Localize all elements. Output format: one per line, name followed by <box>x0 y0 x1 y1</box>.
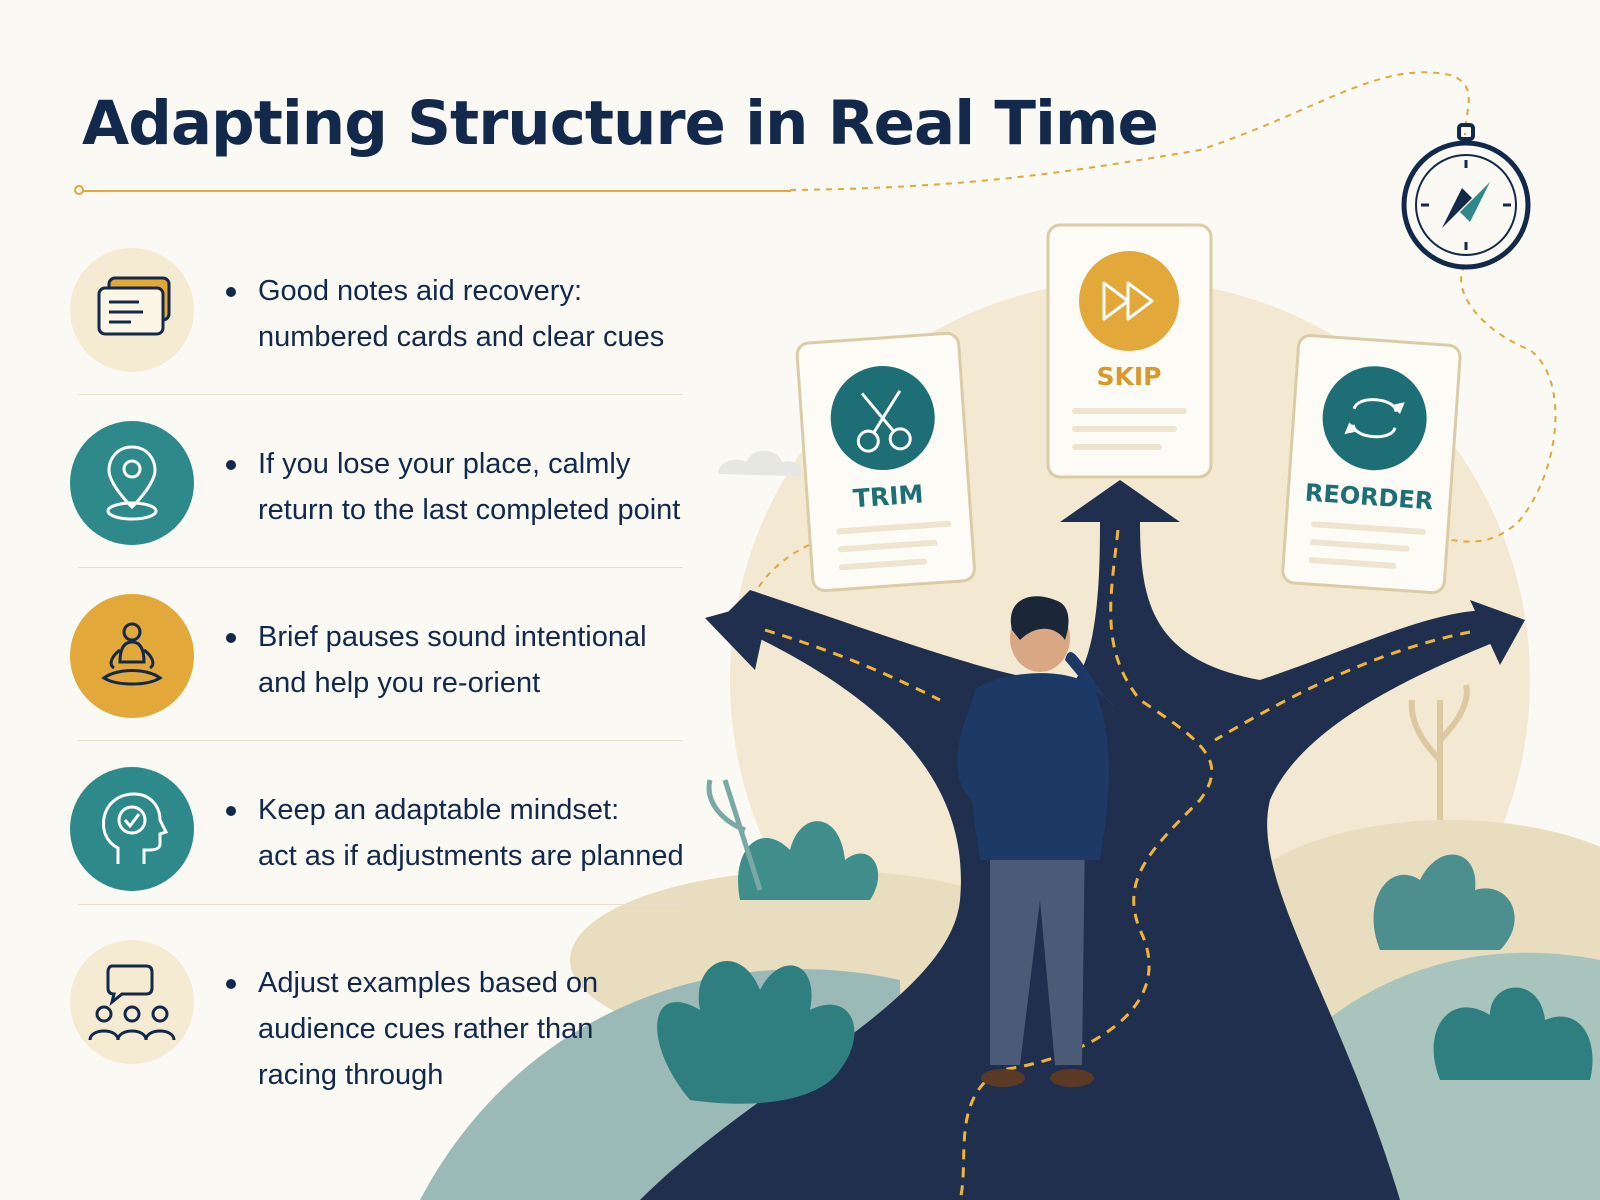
man-shoe-right <box>1050 1069 1094 1087</box>
thinking-man <box>957 596 1114 1087</box>
bullet <box>226 806 236 816</box>
arrow-up <box>1060 480 1180 522</box>
man-legs <box>990 830 1085 1065</box>
tip-text: If you lose your place, calmly return to… <box>258 448 681 526</box>
arrow-right <box>1470 600 1525 665</box>
divider <box>78 740 683 741</box>
divider <box>78 394 683 395</box>
road-dash-right <box>1214 630 1471 742</box>
divider <box>78 904 683 905</box>
skip-label: SKIP <box>1096 362 1161 391</box>
location-pin-icon <box>70 421 194 545</box>
man-shoe-left <box>981 1069 1025 1087</box>
compass-icon <box>1401 123 1531 270</box>
bullet <box>226 979 236 989</box>
compass-dashed-path-2 <box>1449 264 1557 543</box>
list-item: Brief pauses sound intentional and help … <box>70 592 685 765</box>
audience-chat-icon <box>70 940 194 1064</box>
trim-card: TRIM <box>795 331 976 592</box>
bush-right <box>1373 854 1515 950</box>
page-title: Adapting Structure in Real Time <box>82 88 1159 159</box>
list-item: Good notes aid recovery: numbered cards … <box>70 246 685 419</box>
head-check-icon <box>70 767 194 891</box>
cloud <box>718 450 802 476</box>
leaves-right-front <box>1433 987 1593 1080</box>
bullet <box>226 287 236 297</box>
man-hair <box>1010 596 1069 640</box>
bullet <box>226 633 236 643</box>
skip-card: SKIP <box>1046 223 1213 479</box>
tip-text: Good notes aid recovery: numbered cards … <box>258 275 665 353</box>
title-underline <box>76 190 791 192</box>
cycle-arrows-icon <box>1322 366 1427 471</box>
reorder-card: REORDER <box>1281 334 1462 595</box>
tip-text: Brief pauses sound intentional and help … <box>258 621 647 699</box>
list-item: If you lose your place, calmly return to… <box>70 419 685 592</box>
man-jacket <box>969 673 1109 860</box>
meditation-icon <box>70 594 194 718</box>
note-cards-icon <box>70 248 194 372</box>
divider <box>78 567 683 568</box>
list-item: Adjust examples based on audience cues r… <box>70 938 685 1111</box>
tip-text: Keep an adaptable mindset: act as if adj… <box>258 794 684 872</box>
leaves-left-front <box>657 961 855 1104</box>
title-underline-dot <box>74 185 84 195</box>
man-arm-right <box>1065 651 1114 706</box>
compass-dashed-path <box>789 71 1470 191</box>
trim-label: TRIM <box>852 479 924 513</box>
plant-right-tall <box>1408 684 1470 820</box>
plant-left-stems <box>706 779 763 891</box>
arrow-left <box>705 600 770 670</box>
bullet <box>226 460 236 470</box>
bush-left-small <box>738 821 879 900</box>
road-dash-left <box>764 628 941 702</box>
man-arm-left <box>957 695 995 810</box>
list-item: Keep an adaptable mindset: act as if adj… <box>70 765 685 938</box>
tips-list: Good notes aid recovery: numbered cards … <box>70 246 685 1111</box>
tip-text: Adjust examples based on audience cues r… <box>258 967 599 1091</box>
